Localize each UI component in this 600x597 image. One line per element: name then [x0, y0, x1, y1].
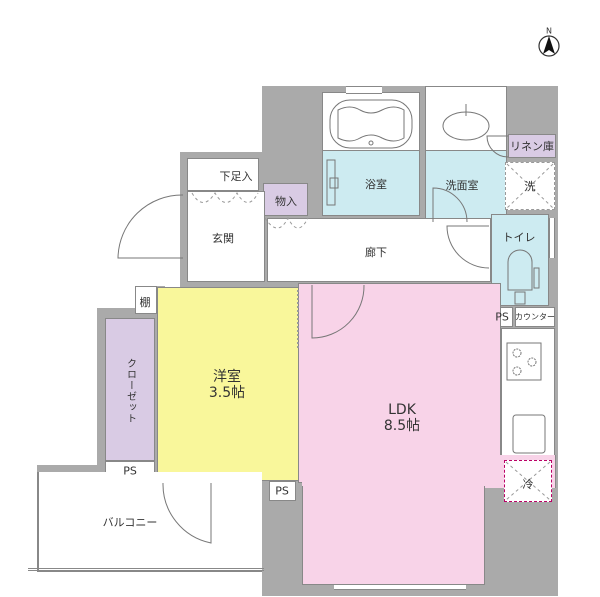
linen-storage [508, 134, 556, 158]
shoe-storage-label: 下足入 [219, 170, 253, 183]
shelf-label: 棚 [139, 296, 151, 309]
compass-icon [538, 35, 560, 57]
kitchen-sink-icon [512, 414, 546, 454]
hallway-label: 廊下 [365, 246, 387, 259]
compass-label: N [546, 26, 552, 36]
storage-closet [263, 183, 308, 216]
washer-x-icon [506, 163, 554, 209]
fridge-x-icon [505, 461, 551, 501]
ps-ldk-label: PS [275, 484, 289, 498]
kitchen-counter [501, 328, 555, 458]
sink-icon [442, 104, 490, 141]
balcony-label: バルコニー [102, 516, 158, 529]
entrance [187, 191, 265, 282]
ldk-label: LDK 8.5帖 [383, 402, 421, 434]
shoe-storage [187, 158, 259, 191]
washroom-label: 洗面室 [445, 179, 479, 192]
entrance-door-icon [117, 194, 184, 259]
toilet-window [549, 218, 555, 258]
shoe-storage-door-icon [191, 192, 259, 203]
wall-balcony-top [37, 465, 159, 473]
toilet-icon [507, 249, 540, 305]
storage-door-icon [264, 216, 309, 229]
linen-storage-label: リネン庫 [510, 140, 554, 153]
closet-label: クローゼット [124, 358, 136, 424]
counter [515, 307, 555, 327]
ldk-room-bottom [302, 486, 485, 585]
linen-door-icon [486, 135, 509, 158]
entrance-label: 玄関 [212, 232, 234, 245]
stove-icon [506, 342, 542, 381]
storage-label: 物入 [275, 195, 297, 208]
toilet-label: トイレ [502, 231, 536, 244]
bathtub-icon [329, 99, 413, 149]
ldk-door-icon [311, 284, 365, 339]
faucet-icon [326, 159, 339, 206]
bath-window [346, 86, 382, 94]
balcony-rail [28, 568, 264, 571]
ldk-window [334, 584, 466, 590]
balcony-door-icon [162, 482, 212, 544]
ps-closet-label: PS [123, 464, 137, 478]
washroom-door-icon [432, 187, 468, 223]
balcony [37, 472, 262, 572]
bathroom-label: 浴室 [365, 178, 387, 191]
ps-ldk [269, 481, 296, 501]
ps-toilet-label: PS [495, 310, 509, 324]
hallway [267, 218, 491, 282]
toilet-door-icon [446, 225, 490, 269]
western-room-label: 洋室 3.5帖 [208, 369, 246, 401]
fridge-label: 冷 [522, 478, 534, 491]
washer-label: 洗 [524, 180, 536, 193]
shelf [135, 286, 157, 314]
closet [105, 318, 155, 461]
counter-label: カウンター [515, 312, 555, 322]
ldk-room [298, 283, 501, 483]
